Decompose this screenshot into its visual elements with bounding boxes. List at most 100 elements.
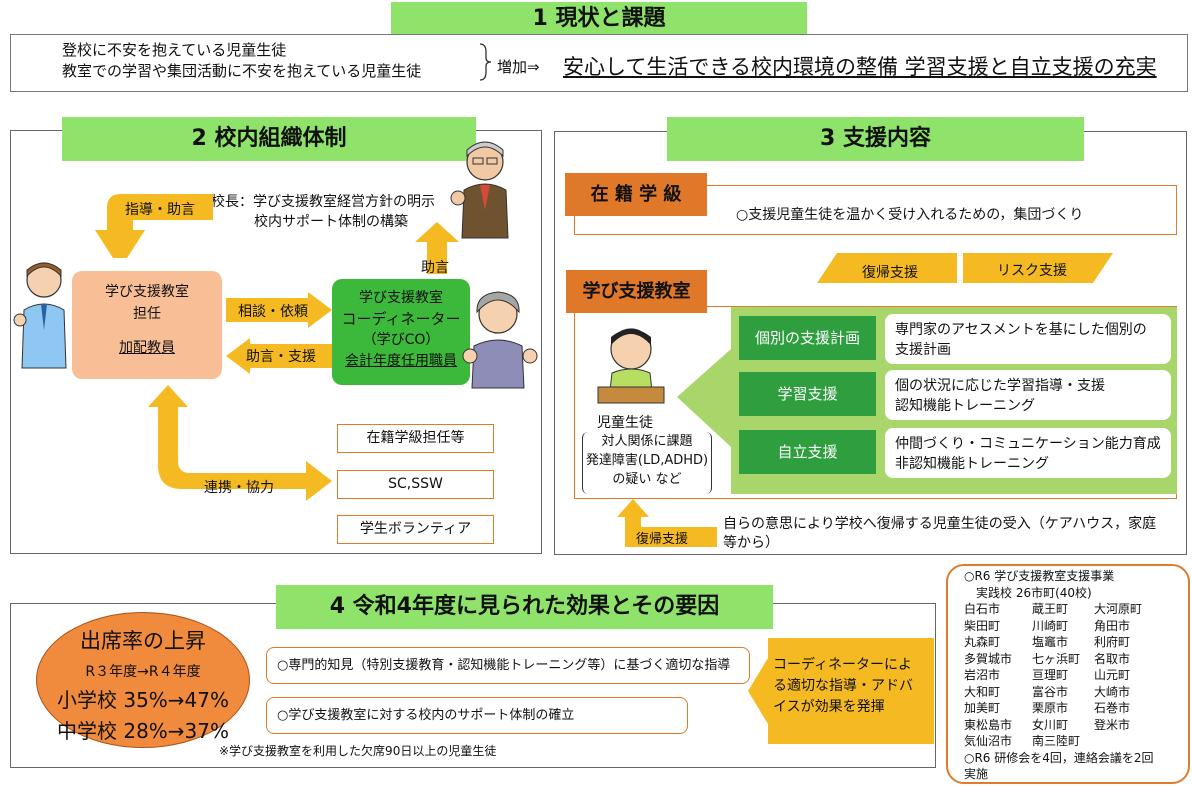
- effect-text: コーディネーターによ る適切な指導・アドバ イスが効果を発揮: [773, 655, 913, 718]
- bottom-text2: 等から）: [723, 535, 779, 551]
- section1-line2: 教室での学習や集団活動に不安を抱えている児童生徒: [62, 62, 422, 80]
- row-study-text1: 個の状況に応じた学習指導・支援: [895, 378, 1105, 394]
- advice-up-arrow-icon: [415, 222, 459, 274]
- town-row: 多賀城市 七ヶ浜町名取市: [964, 651, 1188, 668]
- partner-box-3: 学生ボランティア: [337, 515, 494, 544]
- return-bottom-label: 復帰支援: [636, 532, 689, 547]
- section1-frame: [10, 34, 1188, 92]
- rate-elementary: 小学校 35%→47%: [56, 688, 230, 712]
- town-name: 白石市: [964, 602, 1001, 616]
- row-plan-text2: 支援計画: [895, 342, 951, 358]
- principal-line1: 校長：学び支援教室経営方針の明示: [211, 194, 435, 210]
- town-name: 栗原市: [1032, 701, 1069, 715]
- risk-label: リスク支援: [997, 263, 1067, 279]
- town-row: 柴田町 川崎町 角田市: [964, 618, 1188, 635]
- cooperation-label: 連携・協力: [204, 480, 274, 496]
- student-note-line3: の疑い など: [612, 472, 682, 487]
- principal-figure-icon: [450, 141, 509, 239]
- town-name: 大和町: [964, 684, 1001, 699]
- guidance-label: 指導・助言: [125, 202, 195, 218]
- town-name: 川崎町: [1032, 618, 1069, 633]
- row-text-study: 個の状況に応じた学習指導・支援 認知機能トレーニング: [885, 370, 1171, 420]
- row-label-plan: 個別の支援計画: [739, 316, 876, 360]
- effect-line3: イスが効果を発揮: [773, 699, 885, 715]
- town-name: 名取市: [1094, 651, 1131, 666]
- section4-title: 4 令和4年度に見られた効果とその要因: [276, 585, 773, 629]
- section2-title: 2 校内組織体制: [62, 117, 476, 161]
- bottom-text1: 自らの意思により学校へ復帰する児童生徒の受入（ケアハウス，家庭: [723, 516, 1157, 532]
- student-figure-icon: [597, 328, 665, 404]
- town-name: 加美町: [964, 701, 1001, 715]
- schools-last2: 実施: [964, 767, 989, 781]
- cooperation-arrow-icon: [148, 385, 332, 501]
- town-name: 富谷市: [1032, 684, 1069, 699]
- row-text-plan: 専門家のアセスメントを基にした個別の 支援計画: [885, 314, 1171, 364]
- risk-down-arrow-icon: [963, 253, 1113, 283]
- teacher-line2: 担任: [133, 306, 161, 322]
- effect-line2: る適切な指導・アドバ: [773, 678, 913, 694]
- return-label: 復帰支援: [862, 265, 918, 281]
- partner-box-1: 在籍学級担任等: [337, 424, 494, 453]
- town-name: 七ヶ浜町: [1032, 651, 1081, 666]
- return-bottom-arrow-icon: [617, 499, 717, 547]
- support-label: 助言・支援: [246, 349, 316, 365]
- support-arrow-icon: [226, 338, 332, 374]
- town-row: 丸森町 塩竈市 利府町: [964, 634, 1188, 651]
- town-row: 白石市 蔵王町 大河原町: [964, 601, 1188, 618]
- row-text-independence: 仲間づくり・コミュニケーション能力育成 非認知機能トレーニング: [885, 428, 1171, 478]
- town-name: 蔵王町: [1032, 602, 1069, 616]
- towns-list: 白石市蔵王町大河原町柴田町川崎町角田市丸森町塩竈市利府町多賀城市七ヶ浜町名取市岩…: [964, 601, 1188, 750]
- coordinator-box: 学び支援教室 コーディネーター （学びCO） 会計年度任用職員: [332, 279, 470, 385]
- rate-junior: 中学校 28%→37%: [56, 719, 230, 743]
- town-row: 岩沼市 亘理町 山元町: [964, 667, 1188, 684]
- student-note: 対人関係に課題 発達障害(LD,ADHD) の疑い など: [582, 432, 712, 494]
- row-plan-text1: 専門家のアセスメントを基にした個別の: [895, 322, 1147, 338]
- town-row: 加美町栗原市石巻市: [964, 700, 1188, 717]
- town-name: 柴田町: [964, 618, 1001, 633]
- coord-line1: 学び支援教室: [359, 290, 443, 306]
- return-up-arrow-icon: [817, 253, 957, 283]
- section1-title: 1 現状と課題: [391, 2, 807, 35]
- class-label: 在 籍 学 級: [565, 173, 707, 216]
- town-name: 塩竈市: [1032, 635, 1069, 649]
- section4-note: ※学び支援教室を利用した欠席90日以上の児童生徒: [219, 744, 497, 758]
- coord-line2: コーディネーター: [341, 310, 461, 328]
- town-name: 大河原町: [1094, 602, 1143, 616]
- section1-increase: 増加⇒: [497, 58, 540, 76]
- rate-title: 出席率の上昇: [80, 629, 206, 653]
- consult-arrow-icon: [226, 292, 332, 328]
- class-text: ○支援児童生徒を温かく受け入れるための，集団づくり: [736, 207, 1084, 223]
- coord-line4: 会計年度任用職員: [345, 353, 457, 369]
- coord-line3: （学びCO）: [362, 332, 440, 348]
- town-row: 気仙沼市南三陸町: [964, 733, 1188, 750]
- section3-title: 3 支援内容: [667, 117, 1084, 161]
- effect-arrow-icon: [748, 638, 934, 744]
- row-independence-text1: 仲間づくり・コミュニケーション能力育成: [895, 436, 1161, 452]
- row-independence-text2: 非認知機能トレーニング: [895, 456, 1049, 472]
- advice-label: 助言: [421, 260, 449, 276]
- brace-icon: [479, 43, 492, 81]
- factor2-box: ○学び支援教室に対する校内のサポート体制の確立: [266, 697, 688, 734]
- teacher-line3: 加配教員: [119, 340, 175, 356]
- section1-line1: 登校に不安を抱えている児童生徒: [62, 41, 287, 59]
- town-name: 亘理町: [1032, 668, 1069, 682]
- town-name: 角田市: [1094, 618, 1131, 633]
- teacher-box: 学び支援教室 担任 加配教員: [72, 271, 222, 379]
- room-label: 学び支援教室: [566, 270, 707, 313]
- teacher-line1: 学び支援教室: [105, 284, 189, 300]
- town-name: 山元町: [1094, 668, 1131, 682]
- town-name: 多賀城市: [964, 651, 1013, 666]
- student-note-line1: 対人関係に課題: [601, 434, 693, 449]
- row-study-text2: 認知機能トレーニング: [895, 398, 1035, 414]
- town-name: [1094, 733, 1156, 750]
- section1-goal: 安心して生活できる校内環境の整備 学習支援と自立支援の充実: [563, 55, 1157, 79]
- town-name: 東松島市: [964, 717, 1013, 732]
- town-name: 丸森町: [964, 635, 1001, 649]
- schools-line1: ○R6 学び支援教室支援事業: [964, 569, 1115, 583]
- schools-box: ○R6 学び支援教室支援事業 実践校 26市町(40校) 白石市蔵王町大河原町柴…: [946, 564, 1190, 784]
- town-name: 利府町: [1094, 635, 1131, 649]
- effect-line1: コーディネーターによ: [773, 657, 913, 673]
- schools-last1: ○R6 研修会を4回，連絡会議を2回: [964, 750, 1154, 765]
- town-name: 岩沼市: [964, 668, 1001, 682]
- town-name: 登米市: [1094, 717, 1131, 732]
